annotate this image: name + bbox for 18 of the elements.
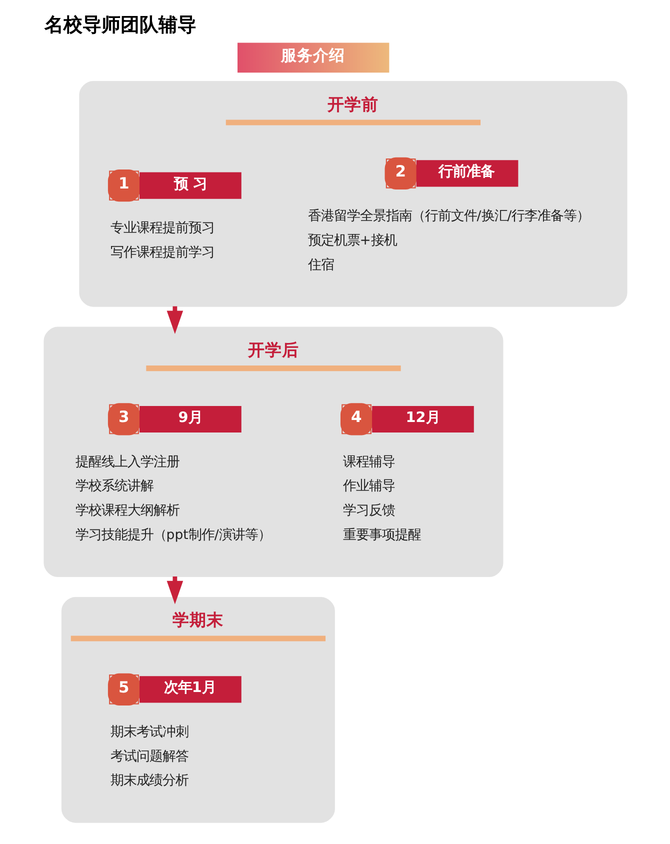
diagram-title: 名校导师团队辅导: [44, 15, 196, 36]
node-label: 作业辅导: [342, 479, 395, 494]
node-label: 学校系统讲解: [74, 479, 153, 494]
node-label: 期末考试冲刺: [110, 725, 188, 740]
node-label: 考试问题解答: [110, 749, 188, 764]
node-label: 期末成绩分析: [110, 774, 188, 789]
node-label: 专业课程提前预习: [110, 221, 214, 236]
node-label: 住宿: [307, 258, 334, 273]
node-label: 学习反馈: [342, 504, 395, 519]
node-label: 预定机票+接机: [307, 233, 396, 248]
node-label: 写作课程提前学习: [110, 246, 214, 261]
node-label: 重要事项提醒: [342, 528, 421, 543]
node-label: 香港留学全景指南（行前文件/换汇/行李准备等）: [307, 209, 590, 224]
node-label: 学校课程大纲解析: [74, 504, 179, 519]
node-label: 课程辅导: [342, 454, 395, 470]
node-label: 学习技能提升（ppt制作/演讲等）: [74, 528, 270, 543]
node-label: 提醒线上入学注册: [74, 454, 179, 470]
node-box: 服务介绍: [237, 42, 389, 73]
